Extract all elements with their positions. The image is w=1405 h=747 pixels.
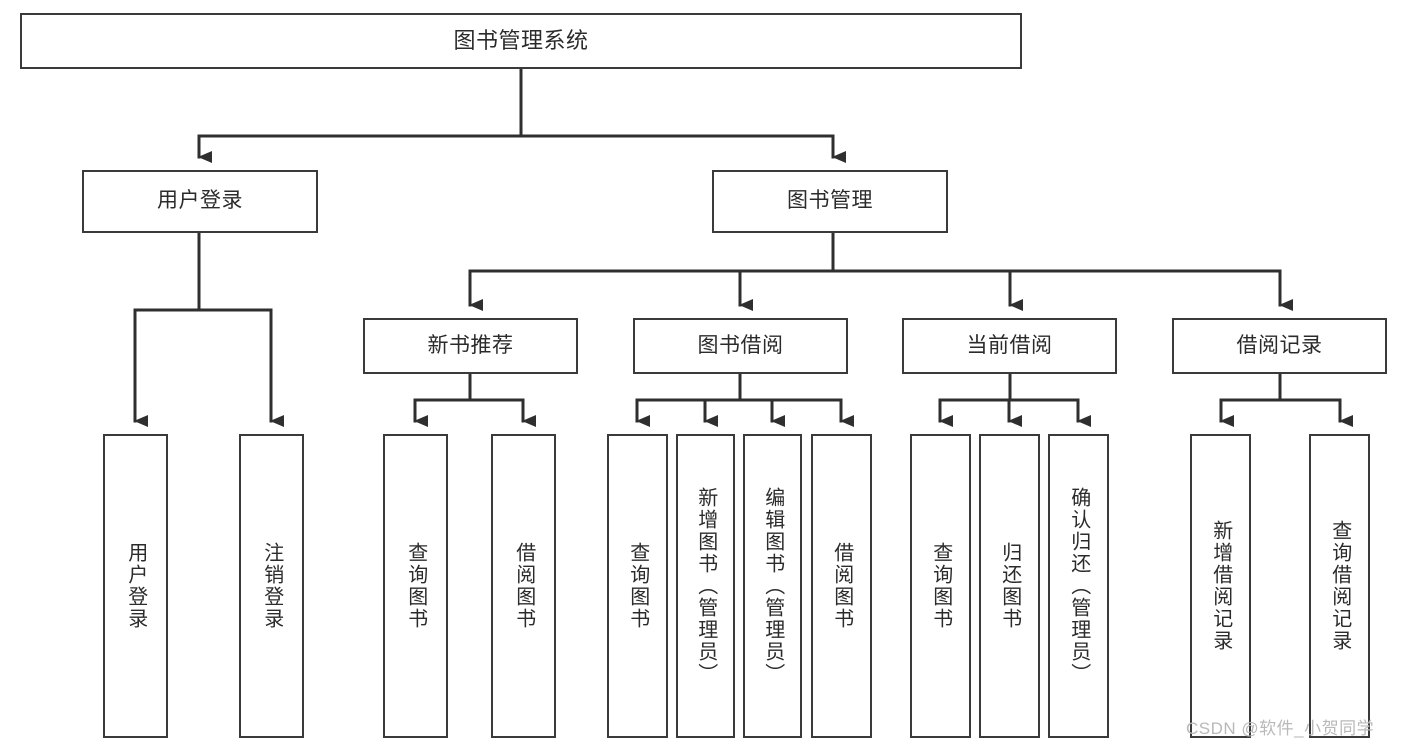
leaf-new-book-query-book[interactable]: 查询图书 (383, 434, 448, 738)
node-label: 当前借阅 (966, 333, 1053, 357)
leaf-new-book-borrow-book[interactable]: 借阅图书 (491, 434, 556, 738)
node-label: 借阅记录 (1236, 333, 1323, 357)
node-label: 归还图书 (998, 542, 1021, 630)
leaf-book-borrow-add-book-admin[interactable]: 新增图书（管理员） (676, 434, 735, 738)
node-label: 用户登录 (124, 542, 147, 630)
node-root-book-management-system[interactable]: 图书管理系统 (20, 13, 1022, 69)
node-label: 新书推荐 (427, 333, 514, 357)
node-label: 借阅图书 (830, 542, 853, 630)
node-label: 借阅图书 (512, 542, 535, 630)
leaf-user-login-logout[interactable]: 注销登录 (239, 434, 304, 738)
node-label: 新增借阅记录 (1209, 520, 1232, 652)
node-label: 查询图书 (929, 542, 952, 630)
leaf-borrow-record-query-record[interactable]: 查询借阅记录 (1309, 434, 1370, 738)
node-label: 图书借阅 (697, 333, 784, 357)
node-label: 图书管理系统 (453, 28, 589, 54)
node-label: 图书管理 (787, 189, 873, 213)
csdn-watermark: CSDN @软件_小贺同学 (1186, 719, 1375, 738)
node-user-login[interactable]: 用户登录 (82, 170, 318, 233)
leaf-current-borrow-return-book[interactable]: 归还图书 (979, 434, 1040, 738)
node-label: 查询借阅记录 (1328, 520, 1351, 652)
leaf-borrow-record-add-record[interactable]: 新增借阅记录 (1190, 434, 1251, 738)
leaf-current-borrow-query-book[interactable]: 查询图书 (910, 434, 971, 738)
node-label: 查询图书 (404, 542, 427, 630)
leaf-current-borrow-confirm-return-admin[interactable]: 确认归还（管理员） (1048, 434, 1109, 738)
leaf-book-borrow-query-book[interactable]: 查询图书 (607, 434, 668, 738)
leaf-book-borrow-borrow-book[interactable]: 借阅图书 (811, 434, 872, 738)
node-label: 用户登录 (157, 189, 243, 213)
node-label: 注销登录 (260, 542, 283, 630)
node-book-borrow[interactable]: 图书借阅 (633, 318, 848, 374)
node-label: 新增图书（管理员） (694, 487, 717, 685)
leaf-user-login-login[interactable]: 用户登录 (103, 434, 168, 738)
node-label: 查询图书 (626, 542, 649, 630)
node-new-book-recommend[interactable]: 新书推荐 (363, 318, 578, 374)
node-book-management[interactable]: 图书管理 (712, 170, 948, 233)
node-current-borrow[interactable]: 当前借阅 (902, 318, 1117, 374)
leaf-book-borrow-edit-book-admin[interactable]: 编辑图书（管理员） (743, 434, 802, 738)
node-label: 确认归还（管理员） (1067, 487, 1090, 685)
node-borrow-record[interactable]: 借阅记录 (1172, 318, 1387, 374)
node-label: 编辑图书（管理员） (761, 487, 784, 685)
